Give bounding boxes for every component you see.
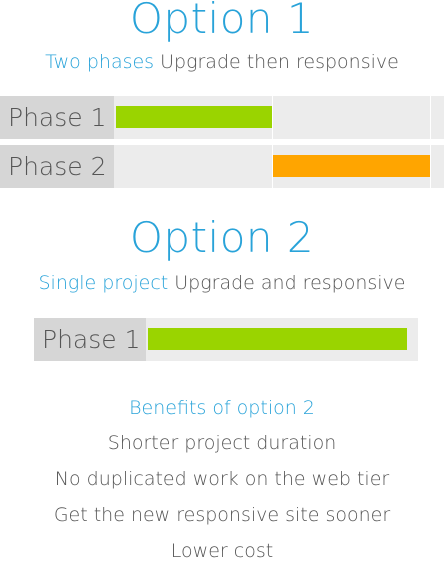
option-1-row-1-label: Phase 1 — [0, 96, 114, 139]
option-1-row-2-label: Phase 2 — [0, 145, 114, 188]
option-2-timeline: Phase 1 — [34, 318, 418, 361]
benefit-item: No duplicated work on the web tier — [54, 468, 390, 490]
grid-line — [430, 145, 431, 188]
option-2-subtitle-accent: Single project — [38, 272, 169, 294]
option-2-subtitle: Single project Upgrade and responsive — [0, 272, 444, 294]
option-2-phase-1-bar — [148, 328, 407, 350]
option-1-row-1: Phase 1 — [0, 96, 444, 139]
option-2-title: Option 2 — [129, 213, 315, 262]
benefit-item: Lower cost — [170, 540, 274, 562]
option-1-subtitle-accent: Two phases — [45, 51, 155, 73]
option-2-subtitle-rest: Upgrade and responsive — [168, 272, 406, 294]
grid-line — [272, 96, 273, 139]
benefit-item: Shorter project duration — [107, 432, 337, 454]
option-1-subtitle: Two phases Upgrade then responsive — [0, 51, 444, 73]
option-1-title: Option 1 — [129, 0, 315, 43]
option-1-phase-1-bar — [116, 106, 272, 128]
option-1-subtitle-rest: Upgrade then responsive — [154, 51, 399, 73]
option-2-row-1-label: Phase 1 — [34, 318, 146, 361]
option-1-row-2-track — [114, 145, 444, 188]
grid-line — [430, 96, 431, 139]
option-1-phase-2-bar — [273, 155, 430, 177]
grid-line — [272, 145, 273, 188]
option-1-row-2: Phase 2 — [0, 145, 444, 188]
option-2-row-1: Phase 1 — [34, 318, 418, 361]
option-1-row-1-track — [114, 96, 444, 139]
benefits-heading: Benefits of option 2 — [129, 397, 315, 419]
benefit-item: Get the new responsive site sooner — [53, 504, 391, 526]
option-1-timeline: Phase 1 Phase 2 — [0, 96, 444, 188]
option-2-row-1-track — [146, 318, 418, 361]
